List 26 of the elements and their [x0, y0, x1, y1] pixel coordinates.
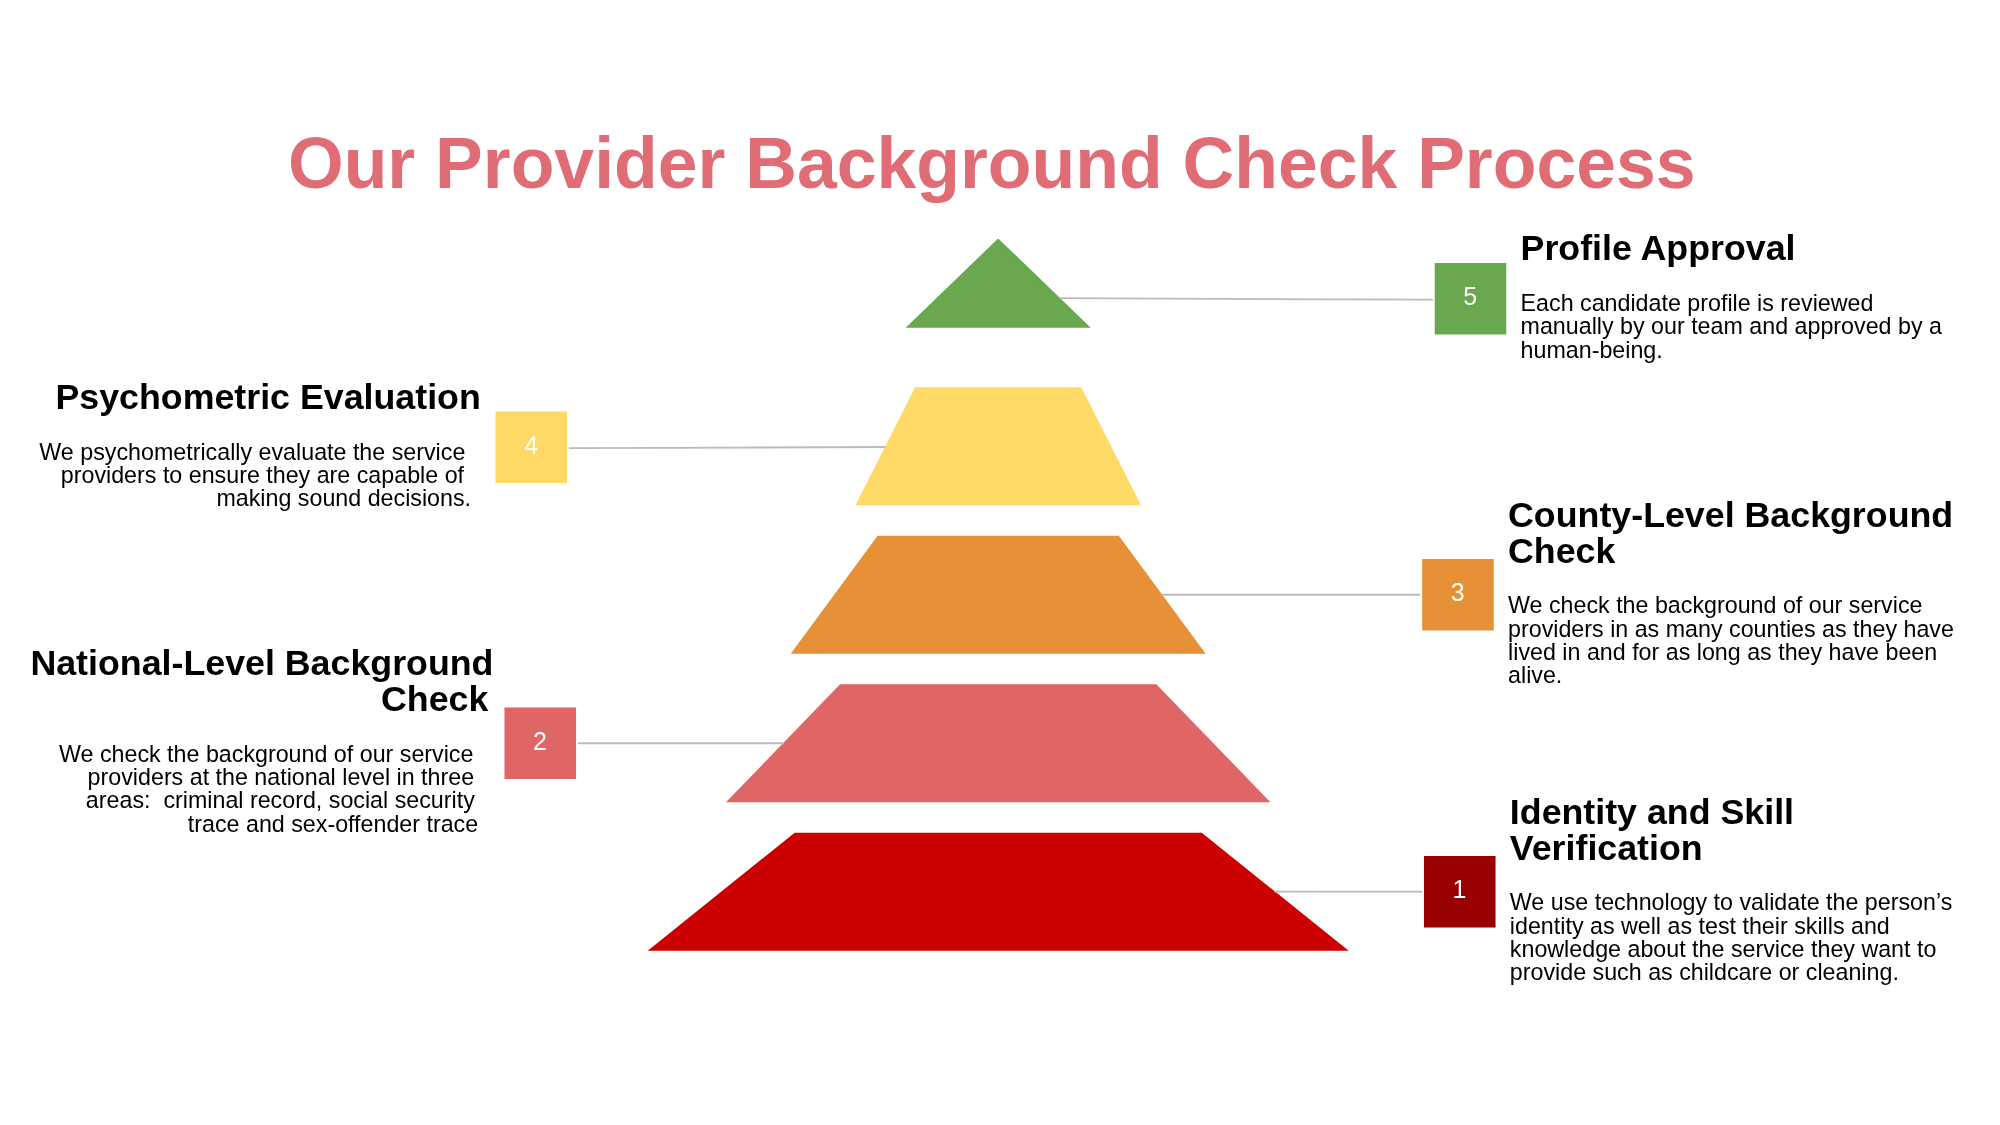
node-label: National-Level Background Check [30, 642, 494, 719]
node-box: 1 [1424, 855, 1496, 927]
node-label: Profile Approval [1520, 227, 1796, 268]
node-label: Psychometric Evaluation [55, 376, 481, 417]
node-label: We check the background of our service providers at the national level in three areas: criminal record, social security trace and sex-offender trace [59, 740, 479, 837]
node-box: 5 [1434, 262, 1507, 334]
connector [1273, 890, 1424, 893]
connector [576, 741, 785, 744]
node-triangle [905, 237, 1091, 328]
node-label: Identity and Skill Verification [1509, 791, 1795, 868]
node-label: We psychometrically evaluate the service providers to ensure they are capable of making sound decisions. [39, 438, 472, 511]
node-box: 4 [495, 410, 568, 483]
node-trapezoid [725, 683, 1271, 802]
node-label: County-Level Background Check [1508, 494, 1954, 571]
node-label: We use technology to validate the person’s identity as well as test their skills and knowledge about the service they want to provide such as childcare or cleaning. [1509, 888, 1953, 985]
node-trapezoid [647, 832, 1349, 951]
node-trapezoid [790, 535, 1206, 654]
node-label: Each candidate profile is reviewed manually by our team and approved by a human-being. [1520, 289, 1942, 363]
connector [1160, 593, 1422, 596]
node-box: 2 [504, 706, 576, 779]
node-box: 3 [1422, 558, 1494, 631]
connector [1058, 296, 1434, 300]
node-label: We check the background of our service providers in as many counties as they have lived in and for as long as they have been alive. [1508, 591, 1954, 688]
connector [567, 445, 887, 449]
node-trapezoid [855, 386, 1141, 505]
diagram-title: Our Provider Background Check Process [288, 122, 1696, 203]
